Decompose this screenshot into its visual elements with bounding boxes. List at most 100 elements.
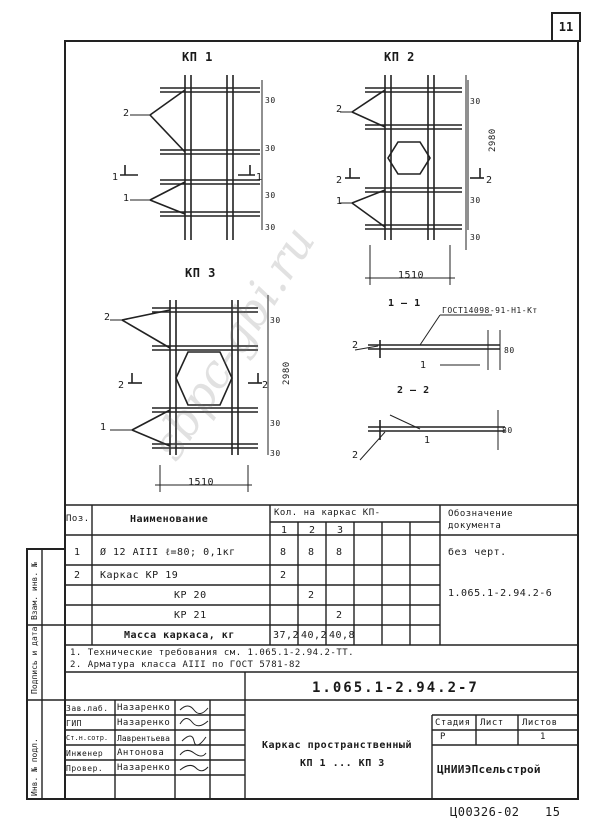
- spec-row-5-q3: 40,8: [329, 630, 356, 641]
- sidebar-label-replace: Взам. инв. №: [30, 562, 39, 620]
- kp1-drawing: [120, 75, 263, 240]
- role-4: Инженер: [66, 749, 104, 758]
- table-row: КР 21: [174, 610, 207, 621]
- sheets-value: 1: [540, 732, 546, 742]
- organization: ЦНИИЭПсельстрой: [437, 763, 541, 776]
- spec-row-5-q2: 40,2: [301, 630, 328, 641]
- kp3-title: КП 3: [185, 266, 216, 280]
- kp1-dim-30-d: 30: [265, 223, 276, 232]
- spec-row-4-q3: 2: [336, 610, 343, 621]
- section-2-2-callout-2: 2: [352, 450, 359, 461]
- stage-label: Стадия: [435, 718, 471, 728]
- kp3-dim-30-a: 30: [270, 316, 281, 325]
- spec-row-2-name: Каркас КР 19: [100, 570, 179, 581]
- section-2-2-title: 2 – 2: [397, 385, 430, 396]
- section-1-1-title: 1 – 1: [388, 298, 421, 309]
- name-2: Назаренко: [117, 718, 171, 728]
- section-2-2-drawing: [359, 410, 505, 461]
- spec-row-5-q1: 37,2: [273, 630, 300, 641]
- title-line-1: Каркас пространственный: [262, 740, 412, 751]
- sidebar-label-signature: Подпись и дата: [30, 626, 39, 694]
- sidebar-label-inventory: Инв. № подл.: [30, 738, 39, 796]
- spec-qty-col-1: 1: [281, 525, 288, 536]
- kp2-section-mark-right: 2: [486, 175, 493, 186]
- kp2-dim-30-a: 30: [470, 97, 481, 106]
- kp3-drawing: [110, 295, 269, 492]
- section-2-2-dim-80: 80: [502, 426, 513, 435]
- kp3-callout-1: 1: [100, 422, 107, 433]
- title-line-2: КП 1 ... КП 3: [300, 758, 385, 769]
- role-1: Зав.лаб.: [66, 704, 109, 713]
- name-3: Лаврентьева: [117, 734, 170, 743]
- kp2-title: КП 2: [384, 50, 415, 64]
- kp1-dim-30-c: 30: [265, 191, 276, 200]
- spec-header-name: Наименование: [130, 514, 209, 525]
- spec-row-1-doc: без черт.: [448, 547, 507, 558]
- section-1-1-callout-1: 1: [420, 360, 427, 371]
- kp1-callout-2: 2: [123, 108, 130, 119]
- spec-header-qty: Кол. на каркас КП-: [274, 508, 381, 518]
- sidebar-lines: [26, 548, 64, 800]
- footer-number: 15: [545, 805, 561, 819]
- spec-row-2-doc: 1.065.1-2.94.2-6: [448, 588, 553, 599]
- approval-sidebar: [26, 548, 64, 800]
- kp3-dim-30-c: 30: [270, 449, 281, 458]
- kp2-dim-30-c: 30: [470, 233, 481, 242]
- kp2-section-mark-left: 2: [336, 175, 343, 186]
- section-1-1-callout-2: 2: [352, 340, 359, 351]
- table-row: 1: [74, 547, 81, 558]
- note-2: 2. Арматура класса АIII по ГОСТ 5781-82: [70, 660, 301, 670]
- kp3-section-mark-right: 2: [262, 380, 269, 391]
- kp2-dim-1510: 1510: [398, 270, 425, 281]
- spec-row-2-q1: 2: [280, 570, 287, 581]
- kp2-callout-1: 1: [336, 196, 343, 207]
- spec-qty-col-3: 3: [337, 525, 344, 536]
- kp3-dim-1510: 1510: [188, 477, 215, 488]
- stage-value: Р: [440, 732, 446, 742]
- kp1-section-mark-left: 1: [112, 172, 119, 183]
- name-5: Назаренко: [117, 763, 171, 773]
- spec-qty-col-2: 2: [309, 525, 316, 536]
- section-2-2-callout-1: 1: [424, 435, 431, 446]
- kp3-callout-2: 2: [104, 312, 111, 323]
- spec-row-3-q2: 2: [308, 590, 315, 601]
- spec-header-pos: Поз.: [66, 514, 90, 524]
- spec-header-doc: Обозначение документа: [448, 509, 514, 531]
- gost-reference: ГОСТ14098-91-Н1-Кт: [442, 306, 538, 315]
- note-1: 1. Технические требования см. 1.065.1-2.…: [70, 648, 355, 658]
- kp1-dim-30-a: 30: [265, 96, 276, 105]
- role-3: Ст.н.сотр.: [66, 734, 109, 742]
- spec-row-1-q1: 8: [280, 547, 287, 558]
- kp1-callout-1: 1: [123, 193, 130, 204]
- spec-row-1-q2: 8: [308, 547, 315, 558]
- table-row: Масса каркаса, кг: [124, 630, 235, 641]
- title-block-lines: [64, 671, 579, 800]
- kp3-section-mark-left: 2: [118, 380, 125, 391]
- name-1: Назаренко: [117, 703, 171, 713]
- role-2: ГИП: [66, 719, 82, 728]
- section-1-1-drawing: [354, 314, 501, 370]
- signatures: [179, 705, 209, 772]
- kp1-title: КП 1: [182, 50, 213, 64]
- spec-row-1-name: Ø 12 АIII ℓ=80; 0,1кг: [100, 547, 236, 558]
- spec-row-1-q3: 8: [336, 547, 343, 558]
- table-row: КР 20: [174, 590, 207, 601]
- doc-number: 1.065.1-2.94.2-7: [312, 680, 479, 696]
- kp3-dim-30-b: 30: [270, 419, 281, 428]
- sheets-label: Листов: [522, 718, 558, 728]
- kp1-dim-30-b: 30: [265, 144, 276, 153]
- section-1-1-dim-80: 80: [504, 346, 515, 355]
- footer-code: Ц00326-02: [450, 805, 520, 819]
- name-4: Антонова: [117, 748, 165, 758]
- sheet-label: Лист: [480, 718, 504, 728]
- page-number: 11: [558, 20, 574, 34]
- spec-table-lines: [64, 504, 579, 646]
- kp1-section-mark-right: 1: [256, 172, 263, 183]
- kp2-drawing: [340, 75, 484, 285]
- role-5: Провер.: [66, 764, 104, 773]
- kp2-dim-2980: 2980: [488, 128, 498, 152]
- table-row: 2: [74, 570, 81, 581]
- kp2-dim-30-b: 30: [470, 196, 481, 205]
- drawing-frame: [64, 40, 579, 800]
